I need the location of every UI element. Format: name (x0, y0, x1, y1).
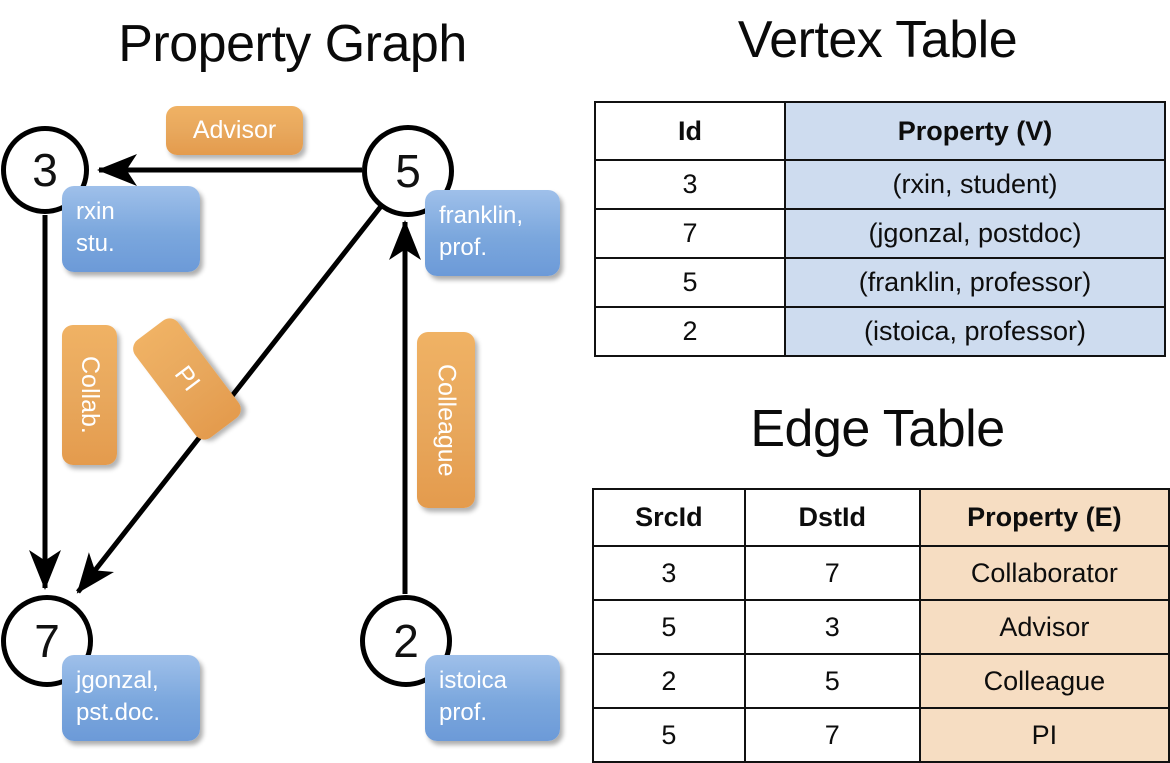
vertex-property-box-5-line1: franklin, (439, 202, 524, 229)
vertex-property-box-3-line1: rxin (76, 198, 115, 225)
vertex-property-box-2: istoica prof. (425, 655, 560, 741)
vertex-table-header-id: Id (594, 101, 786, 161)
table-row: 3 7 Collaborator (592, 545, 1170, 601)
table-row: 5 7 PI (592, 707, 1170, 763)
vertex-node-5[interactable]: 5 (362, 125, 454, 217)
page-title-vertex-table: Vertex Table (737, 11, 1018, 69)
page-title-edge-table: Edge Table (750, 400, 1005, 458)
page-title-property-graph: Property Graph (118, 15, 467, 73)
edge-table-header-srcid: SrcId (592, 488, 746, 547)
table-row: 5 3 Advisor (592, 599, 1170, 655)
table-row: 7 (jgonzal, postdoc) (594, 208, 1166, 259)
edge-table-cell-dstid: 3 (743, 599, 921, 655)
edge-label-pi-text: PI (169, 360, 206, 397)
vertex-node-2[interactable]: 2 (360, 595, 452, 687)
vertex-table-cell-id: 3 (594, 159, 786, 210)
edge-label-colleague-text: Colleague (432, 363, 461, 477)
vertex-table: Id Property (V) 3 (rxin, student) 7 (jgo… (594, 101, 1166, 357)
vertex-table-cell-property: (rxin, student) (784, 159, 1166, 210)
edge-table-cell-dstid: 7 (743, 707, 921, 763)
edge-label-advisor-text: Advisor (192, 116, 277, 144)
table-row: 2 (istoica, professor) (594, 306, 1166, 357)
edge-table-cell-property: Advisor (918, 599, 1170, 655)
vertex-table-cell-id: 7 (594, 208, 786, 259)
edge-table-header-row: SrcId DstId Property (E) (592, 488, 1170, 547)
vertex-table-header-property: Property (V) (784, 101, 1166, 161)
vertex-table-header-row: Id Property (V) (594, 101, 1166, 161)
vertex-table-cell-property: (jgonzal, postdoc) (784, 208, 1166, 259)
vertex-property-box-2-line1: istoica (439, 667, 508, 694)
edge-table-cell-srcid: 5 (592, 707, 746, 763)
edge-table-cell-srcid: 2 (592, 653, 746, 709)
vertex-property-box-2-line2: prof. (439, 699, 488, 727)
vertex-node-3-label: 3 (32, 144, 58, 196)
vertex-table-cell-property: (istoica, professor) (784, 306, 1166, 357)
edge-table-cell-property: PI (918, 707, 1170, 763)
edge-table-cell-property: Colleague (918, 653, 1170, 709)
edge-table-cell-dstid: 5 (743, 653, 921, 709)
edge-table-cell-property: Collaborator (918, 545, 1170, 601)
vertex-table-cell-id: 2 (594, 306, 786, 357)
edge-label-collab-text: Collab. (76, 356, 104, 434)
table-row: 2 5 Colleague (592, 653, 1170, 709)
vertex-table-cell-id: 5 (594, 257, 786, 308)
vertex-node-5-label: 5 (395, 145, 421, 197)
edge-table-cell-dstid: 7 (743, 545, 921, 601)
edge-table-header-dstid: DstId (743, 488, 921, 547)
table-row: 3 (rxin, student) (594, 159, 1166, 210)
vertex-property-box-3-line2: stu. (76, 230, 115, 258)
table-row: 5 (franklin, professor) (594, 257, 1166, 308)
vertex-property-box-3: rxin stu. (62, 186, 200, 272)
edge-table: SrcId DstId Property (E) 3 7 Collaborato… (592, 488, 1170, 763)
vertex-property-box-7-line1: jgonzal, (76, 667, 159, 694)
edge-label-collab: Collab. (62, 325, 117, 465)
vertex-property-box-7-line2: pst.doc. (76, 699, 161, 727)
edge-table-cell-srcid: 5 (592, 599, 746, 655)
vertex-property-box-7: jgonzal, pst.doc. (62, 655, 200, 741)
vertex-node-7-label: 7 (34, 615, 60, 667)
edge-table-header-property: Property (E) (918, 488, 1170, 547)
property-graph-diagram: Advisor Collab. PI Colleague 3 5 7 2 rxi… (0, 0, 585, 760)
edge-label-advisor: Advisor (166, 106, 303, 155)
vertex-property-box-5-line2: prof. (439, 234, 488, 262)
edge-table-cell-srcid: 3 (592, 545, 746, 601)
vertex-property-box-5: franklin, prof. (425, 190, 560, 276)
vertex-table-cell-property: (franklin, professor) (784, 257, 1166, 308)
vertex-node-2-label: 2 (393, 615, 419, 667)
edge-label-colleague: Colleague (417, 332, 475, 508)
